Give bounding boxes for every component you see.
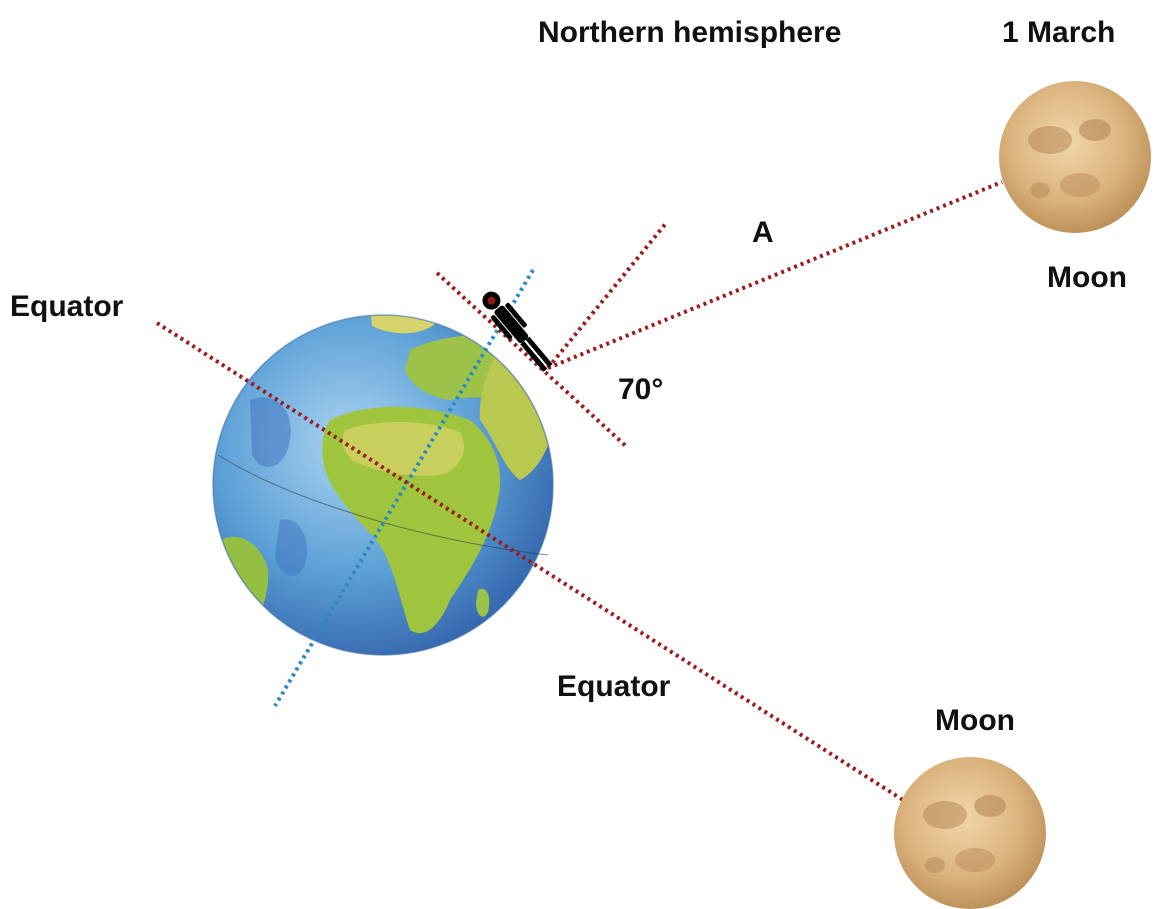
equator-line [155, 321, 905, 802]
horizon-line [435, 271, 630, 450]
angle-label: 70° [618, 373, 664, 406]
moon-icon [894, 757, 1046, 909]
date-label: 1 March [1002, 16, 1116, 49]
equator-label-left: Equator [10, 290, 124, 323]
earth-axis-line [273, 268, 535, 708]
moon-label-bottom: Moon [935, 704, 1015, 737]
hemisphere-title: Northern hemisphere [538, 16, 842, 49]
moon-icon [999, 81, 1151, 233]
moon-label-top: Moon [1047, 261, 1127, 294]
earth-globe-icon [212, 314, 554, 656]
person-icon [482, 291, 553, 372]
point-a-label: A [752, 216, 774, 249]
equator-label-bottom: Equator [557, 670, 671, 703]
zenith-line [546, 220, 669, 370]
moon-sightline [547, 180, 1003, 370]
